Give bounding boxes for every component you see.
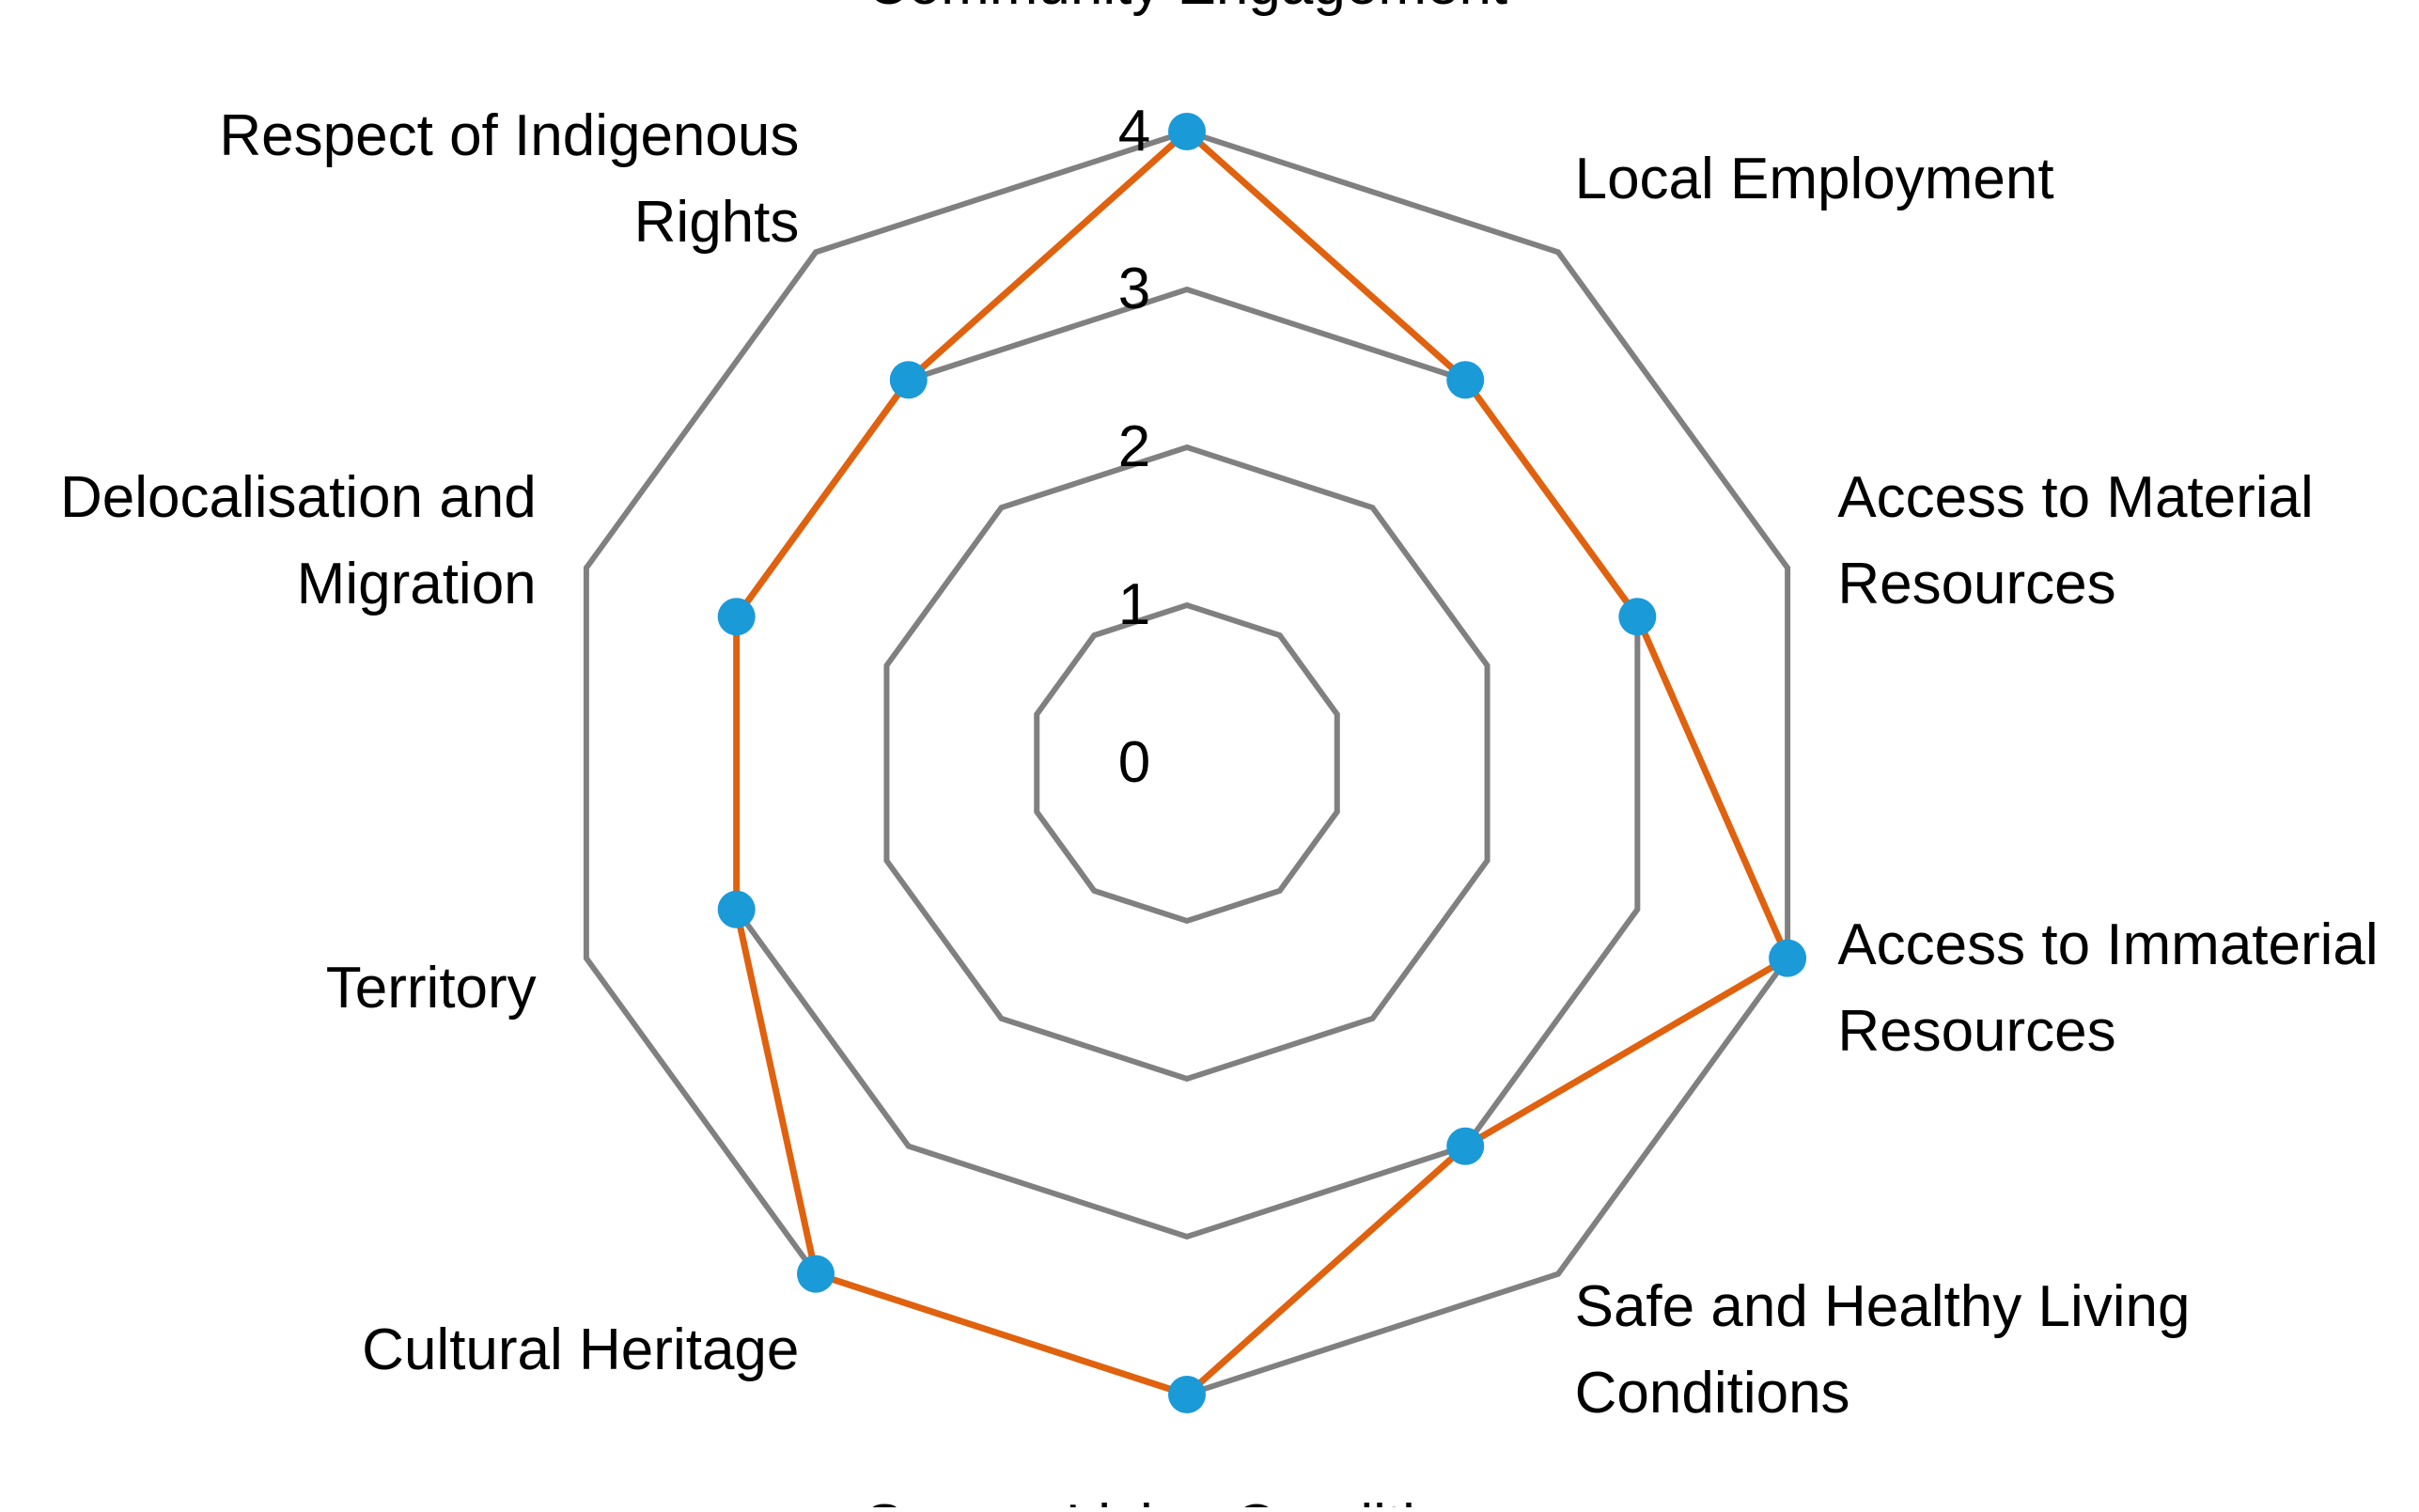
category-label-6: Cultural Heritage <box>362 1317 799 1382</box>
tick-label-3: 3 <box>1118 257 1150 321</box>
data-point-4 <box>1446 1127 1485 1165</box>
grid-ring-2 <box>883 444 1490 1083</box>
grid-ring-1 <box>1034 601 1340 925</box>
grid-rings <box>583 128 1791 1398</box>
tick-label-0: 0 <box>1118 730 1150 795</box>
data-point-2 <box>1618 598 1657 636</box>
data-point-9 <box>889 361 928 399</box>
data-point-1 <box>1446 361 1485 399</box>
category-label-7: Territory <box>326 956 537 1021</box>
category-label-5: Secure Living Conditions <box>865 1493 1509 1507</box>
category-label-1: Local Employment <box>1575 147 2054 211</box>
data-point-5 <box>1168 1376 1206 1413</box>
data-point-7 <box>717 890 756 928</box>
category-labels: Community EngagementLocal EmploymentAcce… <box>60 0 2379 1512</box>
data-point-3 <box>1769 939 1807 977</box>
data-point-0 <box>1168 113 1206 150</box>
radial-axis-ticks: 0 1 2 3 4 <box>1118 99 1150 795</box>
tick-label-4: 4 <box>1118 99 1150 164</box>
category-label-0: Community Engagement <box>866 0 1507 17</box>
grid-ring-4 <box>583 128 1791 1398</box>
tick-label-2: 2 <box>1118 414 1150 479</box>
series-line-0 <box>733 127 1792 1398</box>
data-point-8 <box>717 598 756 636</box>
series-layer <box>717 113 1807 1413</box>
data-point-6 <box>797 1255 835 1293</box>
tick-label-1: 1 <box>1118 572 1150 637</box>
